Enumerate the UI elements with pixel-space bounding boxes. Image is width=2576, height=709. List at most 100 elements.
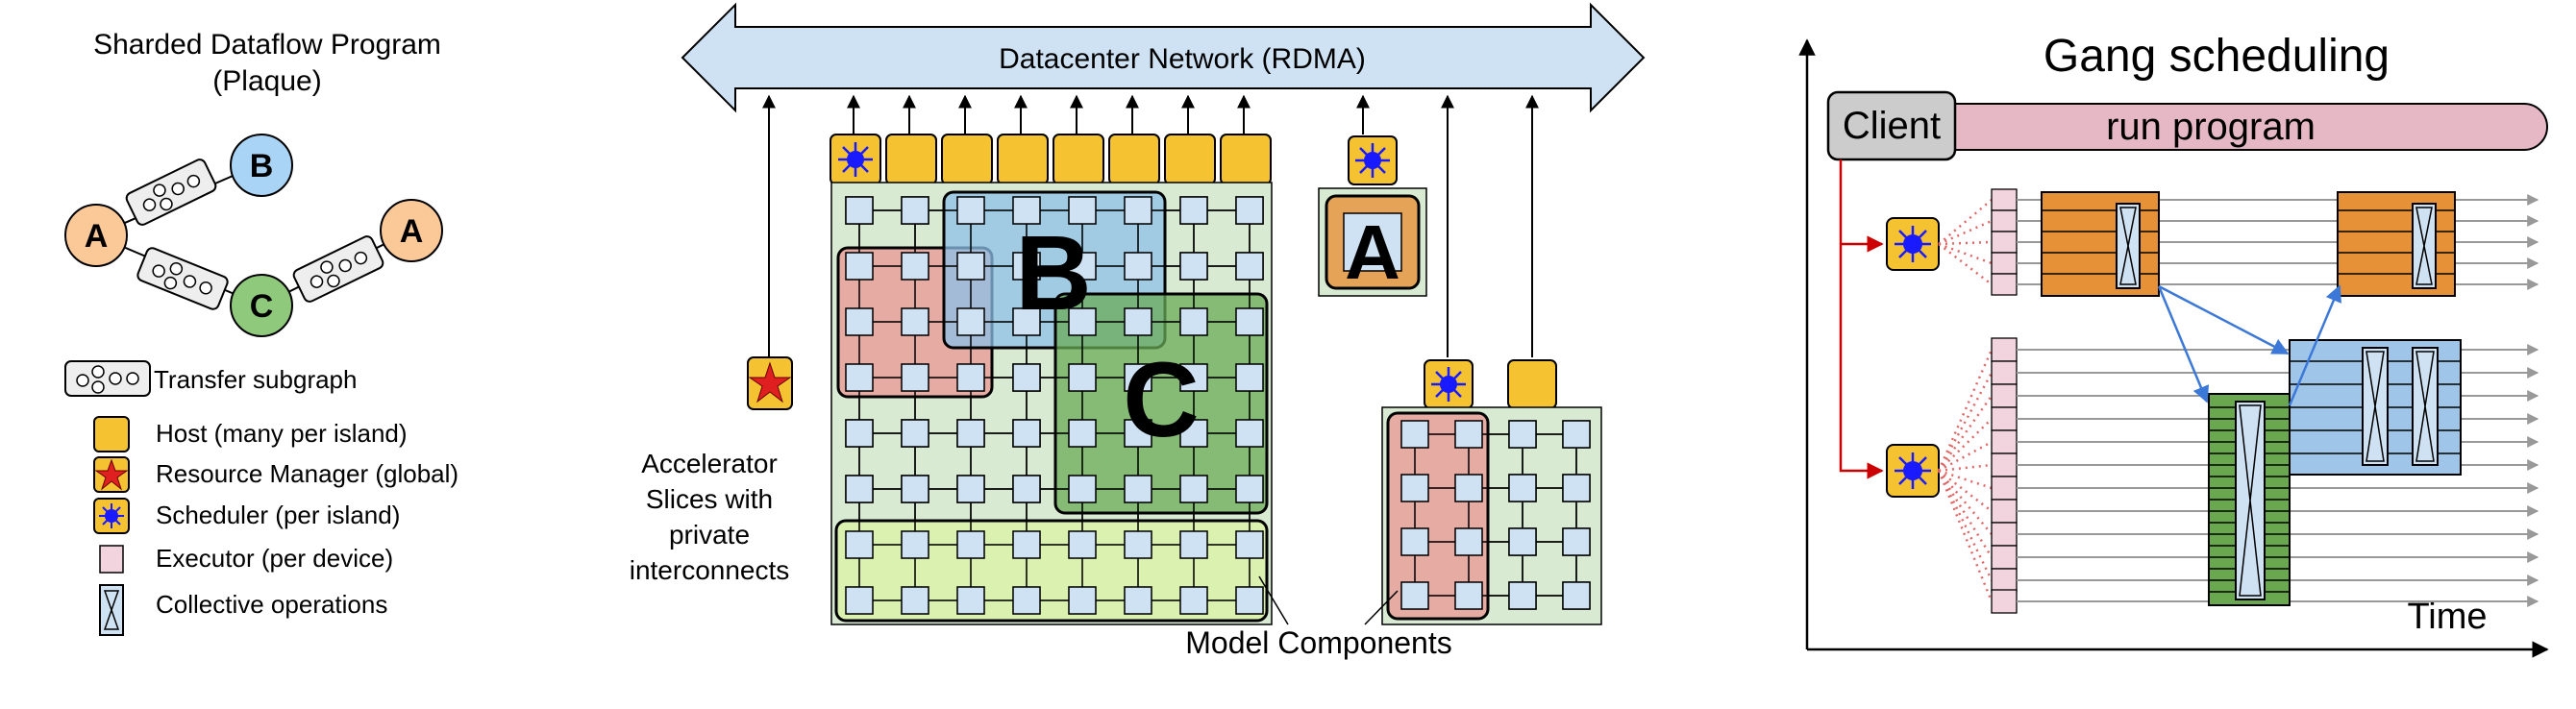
accelerator-device bbox=[845, 252, 874, 281]
component-label-b: B bbox=[1015, 214, 1091, 332]
transfer-subgraph-icon bbox=[136, 247, 229, 310]
accelerator-island-a: A bbox=[1318, 135, 1427, 297]
transfer-subgraph-icon bbox=[292, 235, 384, 303]
transfer-subgraph-icon bbox=[64, 360, 151, 397]
accelerator-device bbox=[1124, 475, 1152, 503]
accelerator-device bbox=[1454, 581, 1483, 610]
accelerator-device bbox=[1562, 420, 1591, 449]
executor-icon bbox=[1991, 231, 2018, 254]
collective-operations-icon bbox=[99, 584, 124, 636]
accelerator-label-3: private bbox=[669, 520, 750, 550]
accelerator-device bbox=[845, 196, 874, 225]
accelerator-device bbox=[956, 530, 985, 559]
accelerator-device bbox=[1012, 419, 1041, 448]
model-components-label: Model Components bbox=[1185, 625, 1451, 660]
accelerator-device bbox=[956, 363, 985, 392]
accelerator-device bbox=[1179, 586, 1208, 615]
accelerator-device bbox=[1012, 586, 1041, 615]
accelerator-device bbox=[901, 419, 929, 448]
legend-label-host: Host (many per island) bbox=[156, 419, 408, 448]
accelerator-device bbox=[1235, 419, 1264, 448]
scheduler-icon bbox=[838, 142, 873, 177]
accelerator-device bbox=[956, 586, 985, 615]
device-grid-overlay bbox=[845, 196, 1264, 615]
orange-program-block bbox=[2337, 191, 2456, 297]
middle-panel: Datacenter Network (RDMA) Accelerator Sl… bbox=[630, 2, 1646, 660]
gang-scheduling-title: Gang scheduling bbox=[2043, 31, 2390, 82]
datacenter-network: Datacenter Network (RDMA) bbox=[681, 2, 1646, 113]
host-icon bbox=[93, 416, 130, 452]
accelerator-device bbox=[1562, 581, 1591, 610]
dependency-arrows bbox=[2157, 284, 2341, 406]
host-icon bbox=[885, 134, 937, 185]
accelerator-device bbox=[1454, 527, 1483, 556]
legend-label-transfer: Transfer subgraph bbox=[154, 365, 357, 394]
accelerator-device bbox=[1562, 474, 1591, 502]
accelerator-device bbox=[845, 419, 874, 448]
accelerator-device bbox=[956, 307, 985, 336]
host-icon bbox=[941, 134, 993, 185]
network-label: Datacenter Network (RDMA) bbox=[999, 43, 1366, 75]
accelerator-device bbox=[1508, 581, 1537, 610]
accelerator-device bbox=[1068, 307, 1097, 336]
accelerator-device bbox=[1124, 586, 1152, 615]
accelerator-label-2: Slices with bbox=[646, 484, 773, 514]
accelerator-device bbox=[1235, 530, 1264, 559]
accelerator-device bbox=[1012, 307, 1041, 336]
accelerator-label-1: Accelerator bbox=[641, 449, 778, 478]
graph-node-a: A bbox=[64, 204, 128, 267]
accelerator-device bbox=[1235, 475, 1264, 503]
client-box bbox=[1826, 90, 1957, 161]
accelerator-device bbox=[1068, 196, 1097, 225]
accelerator-device bbox=[1400, 527, 1429, 556]
model-component-red-small bbox=[1386, 411, 1490, 621]
accelerator-device bbox=[1068, 586, 1097, 615]
legend-label-collective: Collective operations bbox=[156, 590, 387, 619]
accelerator-device bbox=[845, 586, 874, 615]
graph-node-b: B bbox=[230, 134, 293, 197]
accelerator-device bbox=[845, 363, 874, 392]
model-component-lime bbox=[834, 519, 1269, 623]
accelerator-label-4: interconnects bbox=[630, 555, 790, 585]
svg-text:A: A bbox=[400, 213, 424, 250]
executor-icon bbox=[1991, 252, 2018, 275]
accelerator-device bbox=[1068, 419, 1097, 448]
executor-icon bbox=[1991, 545, 2018, 570]
accelerator-device bbox=[1124, 530, 1152, 559]
executor-icon bbox=[1991, 360, 2018, 385]
left-title-line2: (Plaque) bbox=[212, 65, 321, 97]
executor-icon bbox=[1991, 522, 2018, 547]
scheduler-icon bbox=[93, 498, 130, 534]
client-label: Client bbox=[1843, 105, 1941, 147]
executor-icon bbox=[99, 545, 124, 574]
left-title-line1: Sharded Dataflow Program bbox=[93, 29, 441, 61]
run-program-bar bbox=[1950, 103, 2548, 151]
accelerator-device bbox=[1124, 419, 1152, 448]
accelerator-device bbox=[1400, 474, 1429, 502]
accelerator-device bbox=[1012, 196, 1041, 225]
accelerator-device bbox=[901, 307, 929, 336]
accelerator-device bbox=[1179, 419, 1208, 448]
accelerator-device bbox=[956, 252, 985, 281]
accelerator-device bbox=[956, 196, 985, 225]
accelerator-device bbox=[1235, 252, 1264, 281]
accelerator-device bbox=[901, 530, 929, 559]
accelerator-device bbox=[1508, 474, 1537, 502]
accelerator-device bbox=[1454, 474, 1483, 502]
resource-manager-icon bbox=[93, 456, 130, 493]
scheduler-icon bbox=[1886, 444, 1940, 498]
executor-icon bbox=[1991, 406, 2018, 431]
device-grid-overlay bbox=[1400, 420, 1591, 610]
collective-operations-icon bbox=[2235, 401, 2266, 600]
scheduler-icon bbox=[1886, 217, 1940, 271]
collective-operations-icon bbox=[2412, 347, 2439, 466]
executor-icon bbox=[1991, 499, 2018, 524]
component-label-c: C bbox=[1123, 341, 1199, 459]
collective-operations-icon bbox=[2412, 203, 2437, 289]
executor-icon bbox=[1991, 452, 2018, 477]
executor-icon bbox=[1991, 568, 2018, 593]
accelerator-device bbox=[1400, 581, 1429, 610]
accelerator-device bbox=[956, 419, 985, 448]
accelerator-device bbox=[1068, 475, 1097, 503]
